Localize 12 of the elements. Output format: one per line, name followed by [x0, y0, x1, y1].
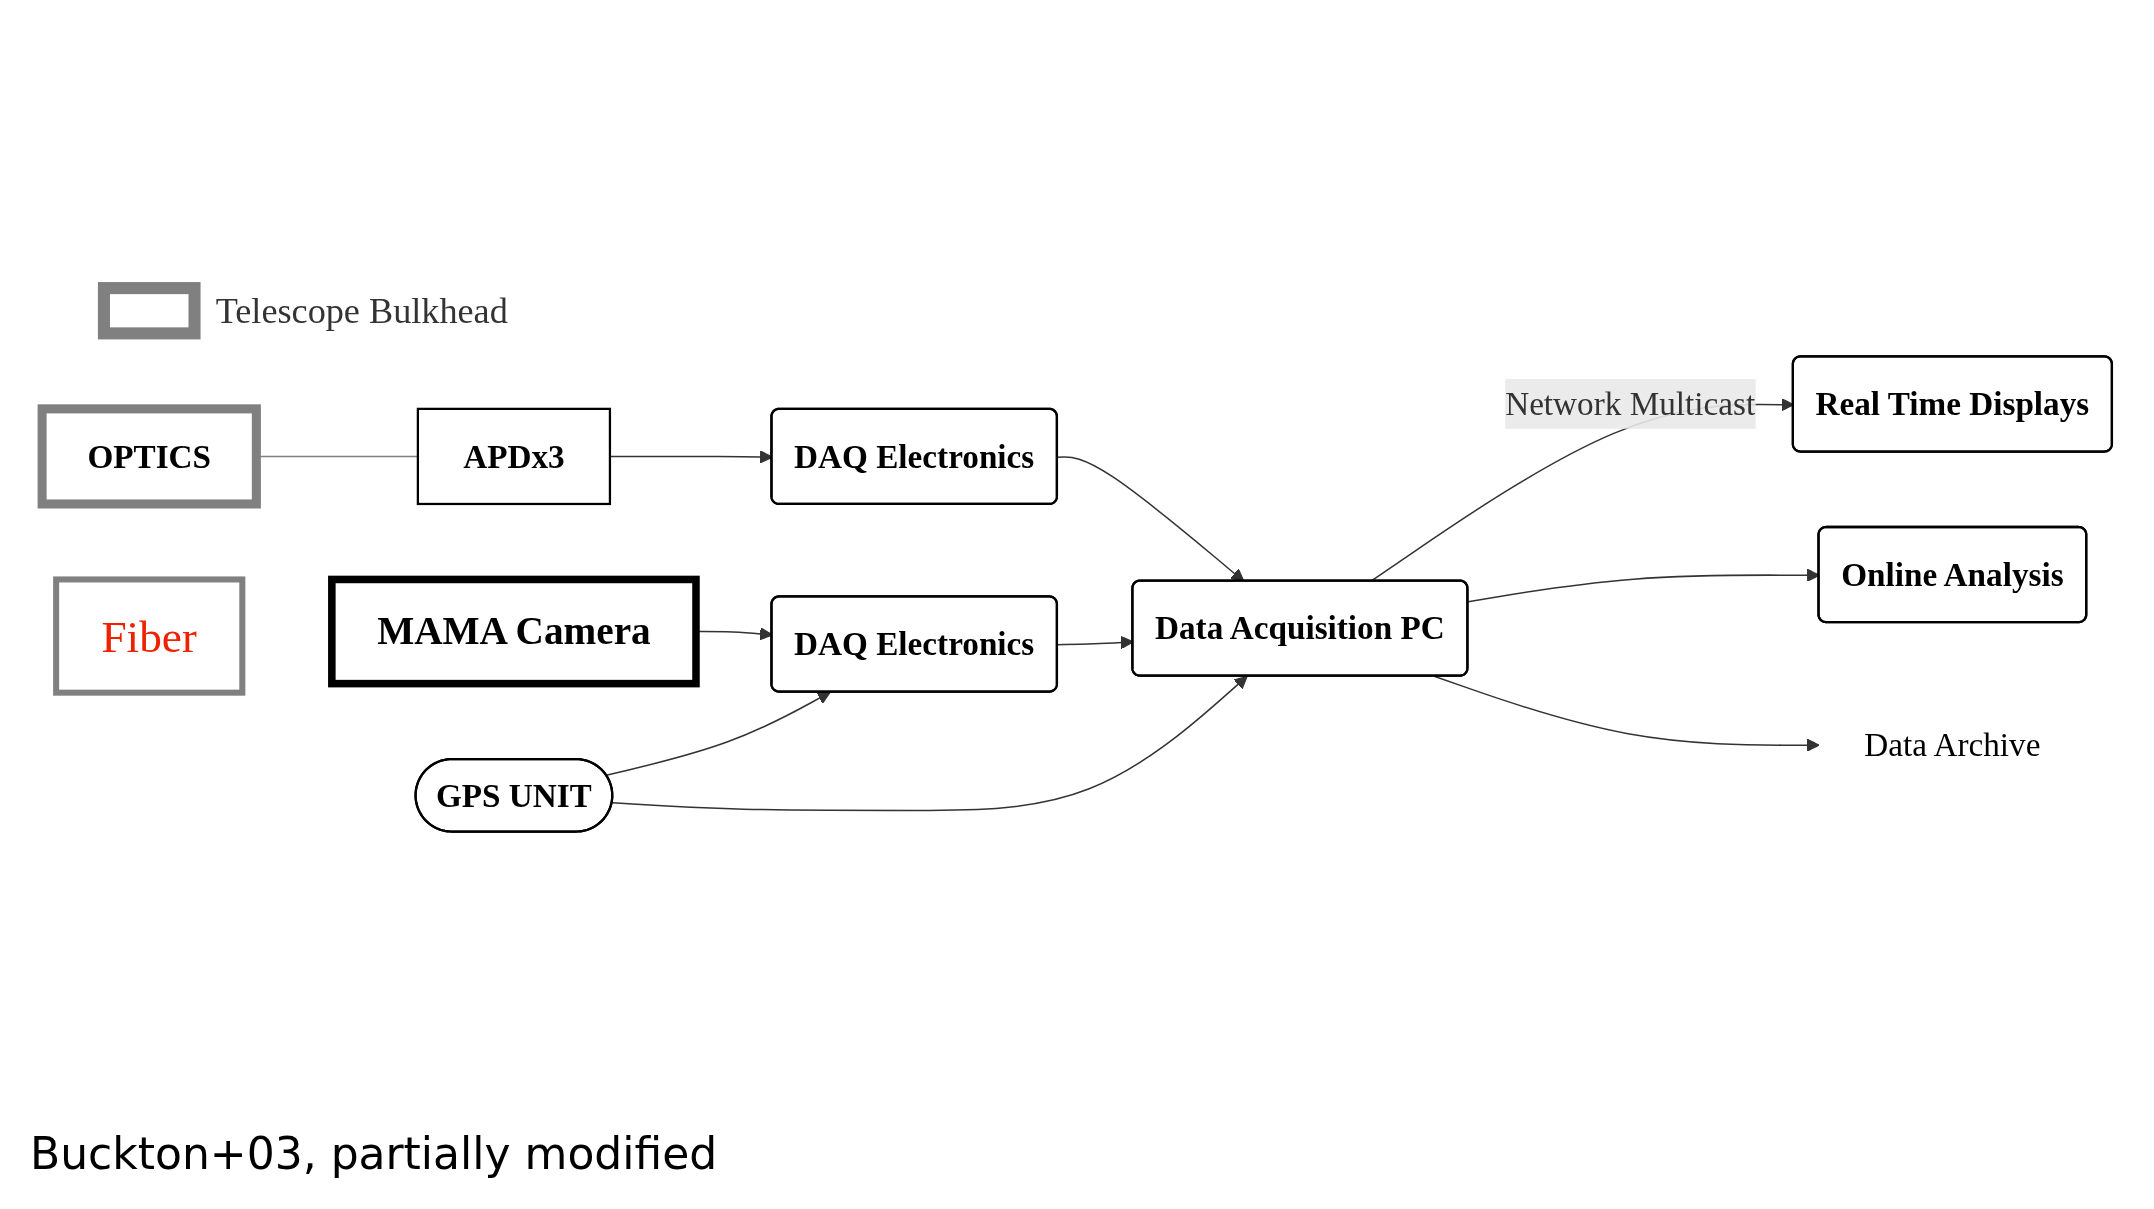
node-box: OPTICS [37, 404, 261, 509]
node-box: APDx3 [416, 407, 612, 506]
node-box: Fiber [53, 576, 246, 696]
edge-label: Network Multicast [1505, 385, 1756, 423]
caption: Buckton+03, partially modified [30, 1128, 718, 1179]
arrow [605, 691, 831, 777]
part-label: Telescope Bulkhead [215, 291, 508, 331]
arrow [611, 676, 1248, 812]
node-bar [97, 282, 201, 340]
arrow [1434, 675, 1820, 752]
node-text: Data Archive [1864, 726, 2041, 765]
node-box: MAMA Camera [328, 575, 700, 688]
